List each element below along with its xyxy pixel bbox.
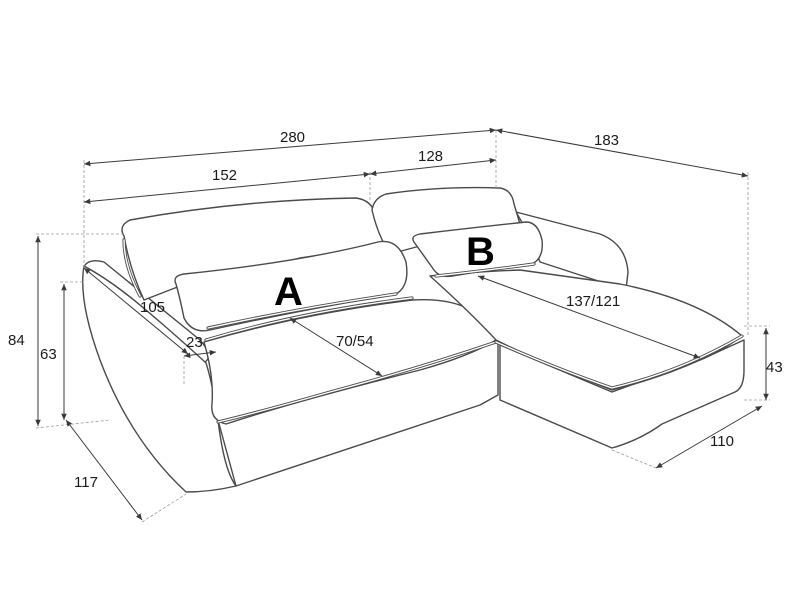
pillow-b xyxy=(412,221,543,278)
label-seat-height: 43 xyxy=(766,359,783,376)
dim-line-seat-a-depth xyxy=(289,317,383,377)
dim-line-depth xyxy=(65,419,143,521)
label-chaise-length: 183 xyxy=(594,132,619,149)
dim-line-total-width xyxy=(83,127,497,167)
pillow-a xyxy=(174,240,408,332)
label-total-width: 280 xyxy=(280,129,305,146)
seat-cushion-a-back-piping-inner xyxy=(205,297,413,341)
label-total-height: 84 xyxy=(8,332,25,349)
dim-line-seat-b-length xyxy=(477,275,701,359)
label-seat-depth: 105 xyxy=(140,299,165,316)
section-labels: A B xyxy=(274,230,495,314)
dimension-labels: 280 152 128 183 84 63 117 105 23 70/54 1… xyxy=(8,129,783,491)
dim-line-section-b xyxy=(369,157,497,177)
dim-line-chaise-width xyxy=(655,405,763,469)
label-section-b: 128 xyxy=(418,148,443,165)
label-backrest-height: 63 xyxy=(40,346,57,363)
label-armrest: 23 xyxy=(186,334,203,351)
label-depth: 117 xyxy=(74,474,98,491)
dim-line-armrest xyxy=(183,350,217,358)
dim-line-chaise-length xyxy=(495,128,749,178)
label-chaise-width: 110 xyxy=(710,433,734,450)
section-label-b: B xyxy=(466,230,495,274)
seat-cushion-a-piping-inner xyxy=(217,341,497,423)
label-seat-a-depth: 70/54 xyxy=(336,333,374,350)
sofa-drawing xyxy=(82,186,745,493)
dim-line-section-a xyxy=(83,171,371,205)
dim-line-seat-depth xyxy=(83,267,189,355)
dimension-lines xyxy=(35,127,769,521)
label-section-a: 152 xyxy=(212,167,237,184)
pillow-a-piping-inner xyxy=(207,293,397,329)
pillow-b-piping-inner xyxy=(435,263,535,277)
section-label-a: A xyxy=(274,270,303,314)
label-seat-b-length: 137/121 xyxy=(566,293,620,310)
